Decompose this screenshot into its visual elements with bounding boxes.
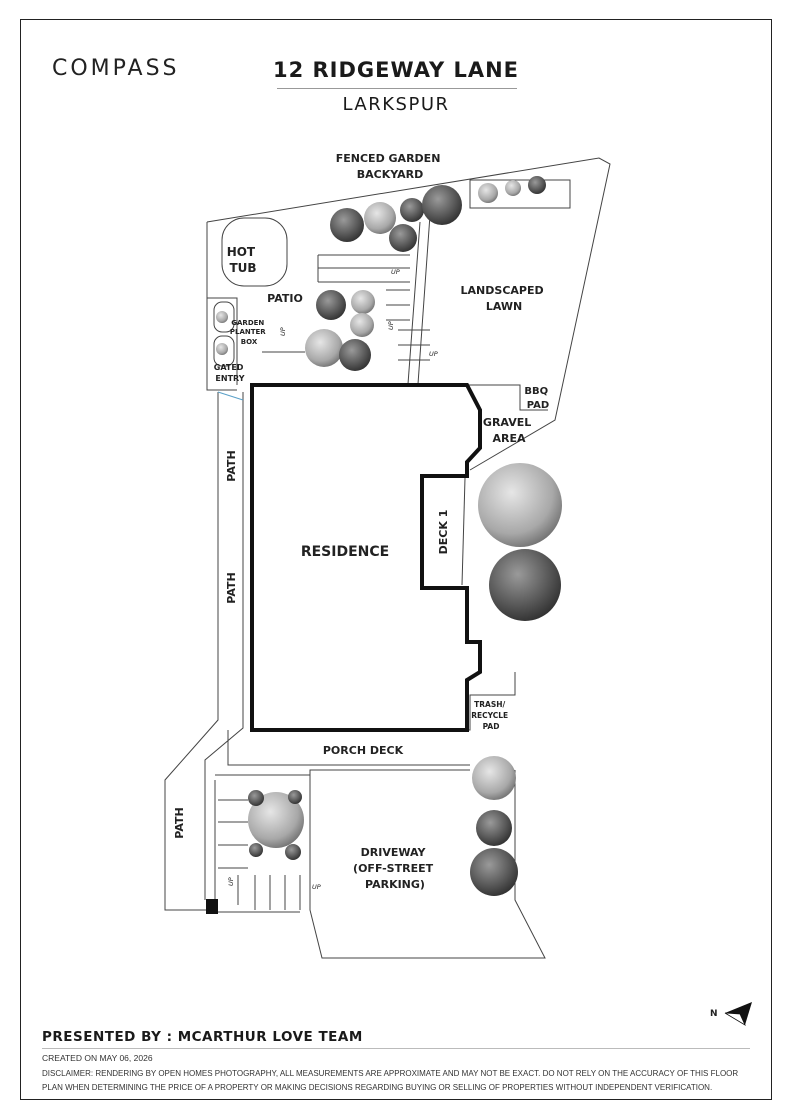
side-path-left	[164, 392, 219, 911]
shrub-icon	[422, 185, 462, 225]
shrub-icon	[288, 790, 302, 804]
shrub-icon	[476, 810, 512, 846]
residence-footprint	[250, 383, 482, 732]
up-label: UP	[279, 327, 287, 336]
shrub-icon	[472, 756, 516, 800]
label-fenced-garden: FENCED GARDEN BACKYARD	[336, 152, 445, 181]
shrub-icon	[470, 848, 518, 896]
site-outlines	[164, 157, 611, 959]
driveway-steps	[218, 799, 301, 910]
north-letter: N	[710, 1009, 718, 1019]
footer-divider	[42, 1048, 750, 1049]
label-patio: PATIO	[267, 292, 303, 305]
tree-icon	[478, 463, 562, 547]
shrub-icon	[528, 176, 546, 194]
up-label: UP	[387, 321, 395, 330]
side-path-right	[204, 392, 244, 900]
property-city: LARKSPUR	[342, 94, 450, 115]
up-markers: UP UP UP UP UP UP	[227, 268, 438, 891]
shrub-icon	[400, 198, 424, 222]
up-label: UP	[227, 877, 235, 886]
shrub-icon	[505, 180, 521, 196]
gate-post-icon	[206, 899, 218, 914]
shrub-icon	[389, 224, 417, 252]
shrub-icon	[216, 311, 228, 323]
up-label: UP	[312, 883, 321, 891]
page-frame	[20, 19, 772, 1100]
shrub-icon	[364, 202, 396, 234]
shrub-icon	[248, 792, 304, 848]
label-path-lower: PATH	[173, 807, 186, 838]
shrub-icon	[478, 183, 498, 203]
presented-by: PRESENTED BY : MCARTHUR LOVE TEAM	[42, 1029, 363, 1045]
label-trash-pad: TRASH/ RECYCLE PAD	[471, 700, 511, 731]
up-label: UP	[391, 268, 400, 276]
label-path-middle: PATH	[225, 572, 238, 603]
shrub-icon	[316, 290, 346, 320]
shrub-icon	[351, 290, 375, 314]
property-address: 12 RIDGEWAY LANE	[272, 58, 520, 82]
label-garden-planter-box: GARDEN PLANTER BOX	[230, 319, 268, 346]
label-gravel-area: GRAVEL AREA	[483, 416, 535, 445]
created-date: CREATED ON MAY 06, 2026	[42, 1053, 153, 1063]
label-landscaped-lawn: LANDSCAPED LAWN	[461, 284, 548, 313]
label-hot-tub: HOT TUB	[227, 245, 260, 275]
patio-steps	[262, 254, 430, 361]
shrub-icon	[249, 843, 263, 857]
label-porch-deck: PORCH DECK	[323, 744, 404, 757]
landscaping	[216, 176, 562, 896]
up-label: UP	[429, 350, 438, 358]
shrub-icon	[350, 313, 374, 337]
shrub-icon	[216, 343, 228, 355]
north-arrow-icon: N	[710, 1002, 752, 1027]
label-deck1: DECK 1	[437, 510, 450, 555]
label-gated-entry: GATED ENTRY	[214, 363, 247, 383]
hot-tub-outline	[221, 217, 288, 287]
label-residence: RESIDENCE	[301, 544, 389, 560]
label-bbq-pad: BBQ PAD	[524, 386, 551, 411]
shrub-icon	[285, 844, 301, 860]
shrub-icon	[248, 790, 264, 806]
shrub-icon	[305, 329, 343, 367]
disclaimer-text: DISCLAIMER: RENDERING BY OPEN HOMES PHOT…	[42, 1069, 739, 1092]
label-path-upper: PATH	[225, 450, 238, 481]
compass-logo: COMPASS	[52, 56, 180, 81]
tree-icon	[489, 549, 561, 621]
title-divider	[277, 88, 517, 89]
shrub-icon	[330, 208, 364, 242]
shrub-icon	[339, 339, 371, 371]
label-driveway: DRIVEWAY (OFF-STREET PARKING)	[353, 846, 437, 891]
